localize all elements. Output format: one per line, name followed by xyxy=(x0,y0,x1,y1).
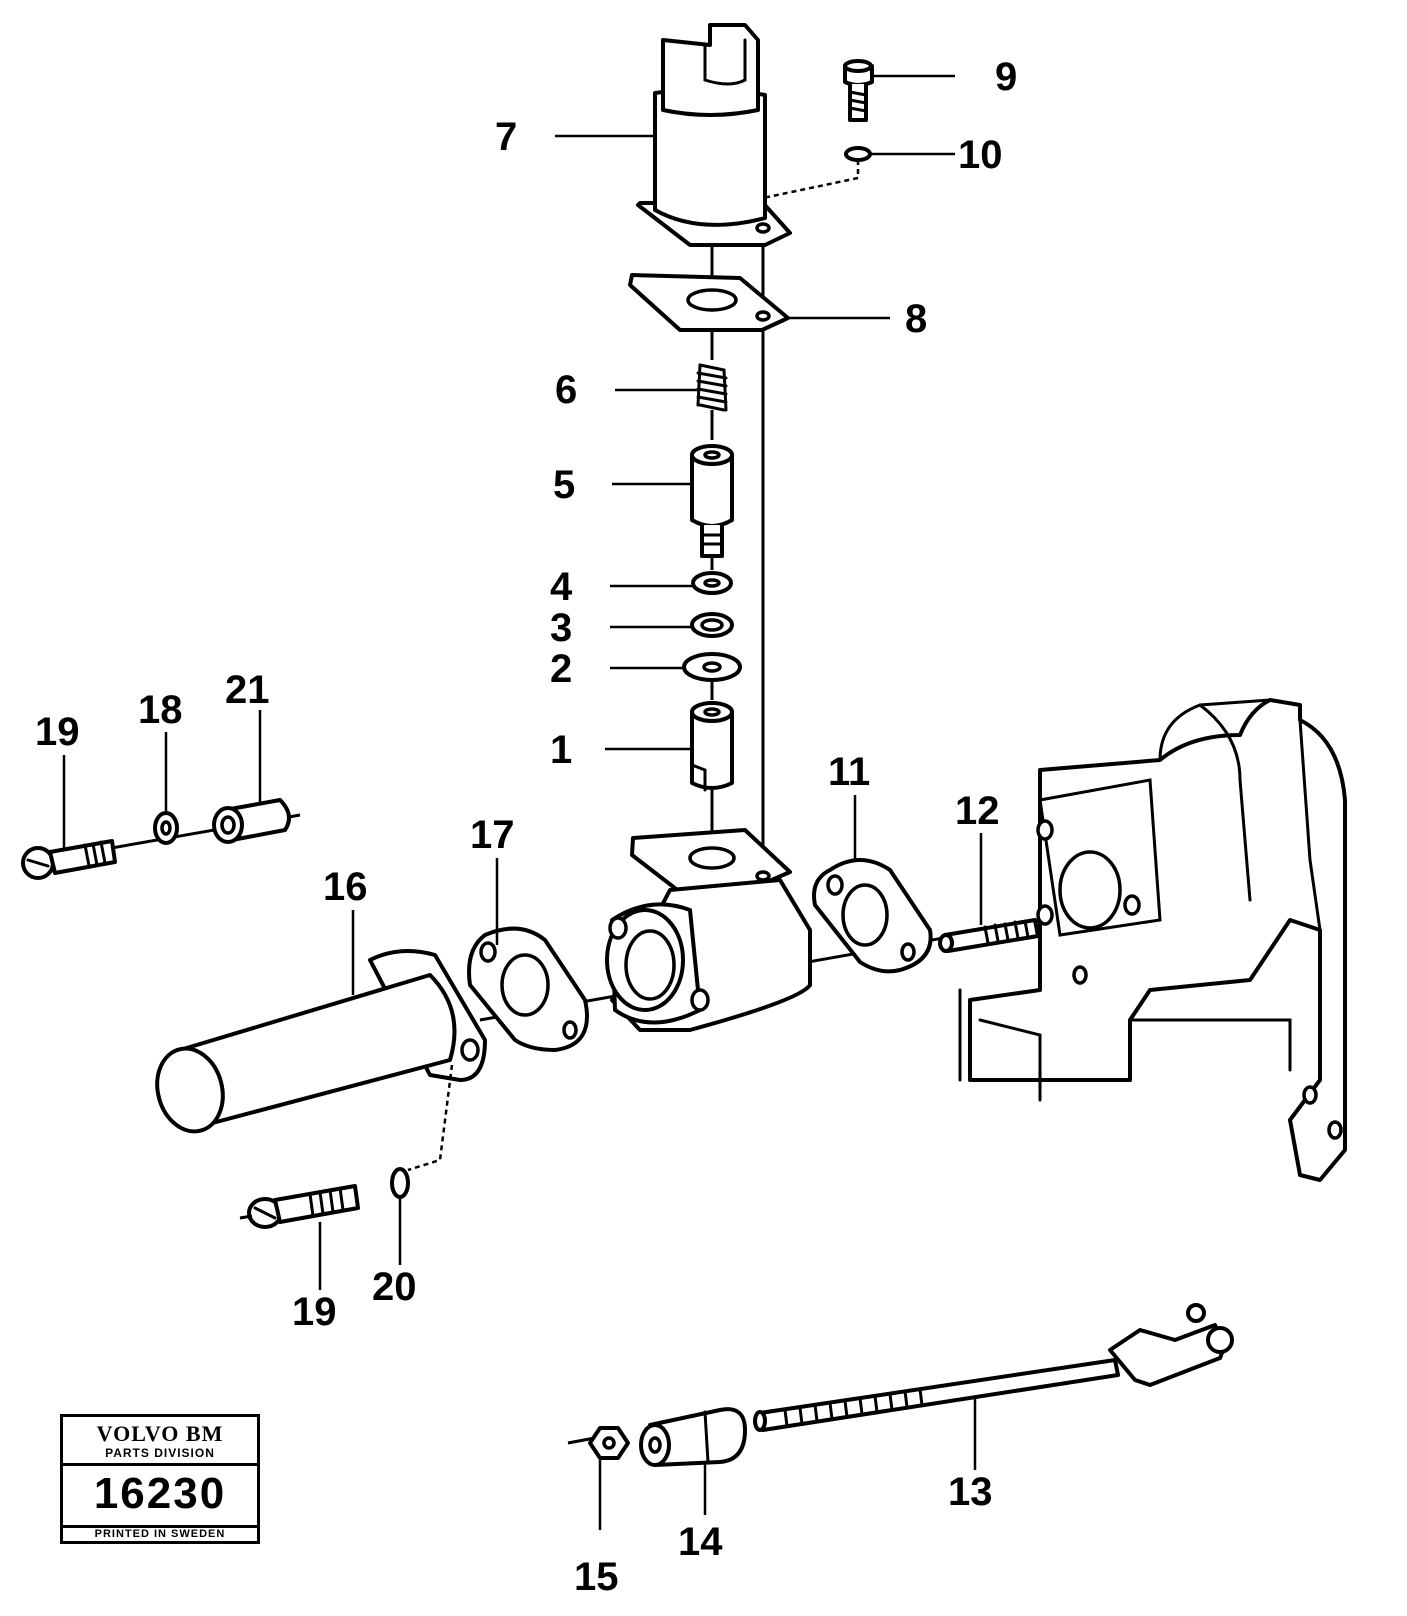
callout-19-lower: 20 xyxy=(372,1265,417,1309)
callout-8: 8 xyxy=(905,297,927,341)
stamp-number: 16230 xyxy=(93,1469,227,1518)
part-14-clevis-nut xyxy=(639,1407,747,1467)
stamp-divider-bottom xyxy=(63,1525,257,1528)
volvo-bm-stamp: VOLVO BM PARTS DIVISION 16230 PRINTED IN… xyxy=(60,1414,260,1544)
callout-9: 9 xyxy=(995,55,1017,99)
part-5-plunger xyxy=(690,444,734,558)
callout-3: 3 xyxy=(550,606,572,650)
part-16-cylinder xyxy=(155,949,487,1172)
leader-lines xyxy=(62,74,983,1530)
part-12-pin xyxy=(938,918,1040,953)
callout-13: 13 xyxy=(948,1470,993,1514)
part-10-washer xyxy=(762,146,872,200)
part-1-piston xyxy=(690,701,734,792)
part-4-washer xyxy=(691,571,733,595)
stamp-division: PARTS DIVISION xyxy=(105,1446,215,1460)
part-9-screw xyxy=(843,59,874,122)
callout-11: 11 xyxy=(828,750,870,794)
callout-12: 12 xyxy=(955,789,1000,833)
callout-labels: 7 9 10 8 6 5 4 3 2 1 19 18 21 16 17 11 1… xyxy=(35,55,1017,1599)
part-19-washer-lower xyxy=(390,1167,410,1199)
callout-7: 7 xyxy=(495,115,517,159)
callout-2: 2 xyxy=(550,647,572,691)
callout-19-upper: 18 xyxy=(138,688,183,732)
callout-20: 19 xyxy=(35,710,80,754)
part-18-screw xyxy=(239,1184,360,1229)
part-3-washer xyxy=(690,612,734,638)
callout-14: 14 xyxy=(678,1520,723,1564)
part-15-nut xyxy=(588,1426,630,1460)
callout-6: 6 xyxy=(555,368,577,412)
callout-10: 10 xyxy=(958,133,1003,177)
part-19-washer-upper xyxy=(153,811,179,845)
callout-5: 5 xyxy=(553,463,575,507)
part-13-rod xyxy=(753,1303,1234,1432)
stamp-brand: VOLVO BM xyxy=(96,1421,224,1446)
part-21-sleeve xyxy=(212,798,291,844)
callout-18: 19 xyxy=(292,1290,337,1334)
valve-body xyxy=(605,828,812,1032)
transmission-housing xyxy=(958,698,1347,1182)
callout-1: 1 xyxy=(550,728,572,772)
part-7-solenoid xyxy=(636,23,792,247)
part-17-gasket xyxy=(467,926,589,1052)
part-8-gasket xyxy=(628,273,790,332)
part-20-screw xyxy=(21,839,117,880)
callout-4: 4 xyxy=(550,565,573,609)
stamp-divider-top xyxy=(63,1463,257,1466)
callout-15: 15 xyxy=(574,1555,619,1599)
callout-16: 16 xyxy=(323,865,368,909)
callout-17: 17 xyxy=(470,813,515,857)
part-11-gasket xyxy=(812,858,933,974)
stamp-printed: PRINTED IN SWEDEN xyxy=(94,1528,226,1540)
part-2-washer xyxy=(682,652,742,682)
callout-21: 21 xyxy=(225,668,270,712)
part-6-spring xyxy=(696,363,728,412)
